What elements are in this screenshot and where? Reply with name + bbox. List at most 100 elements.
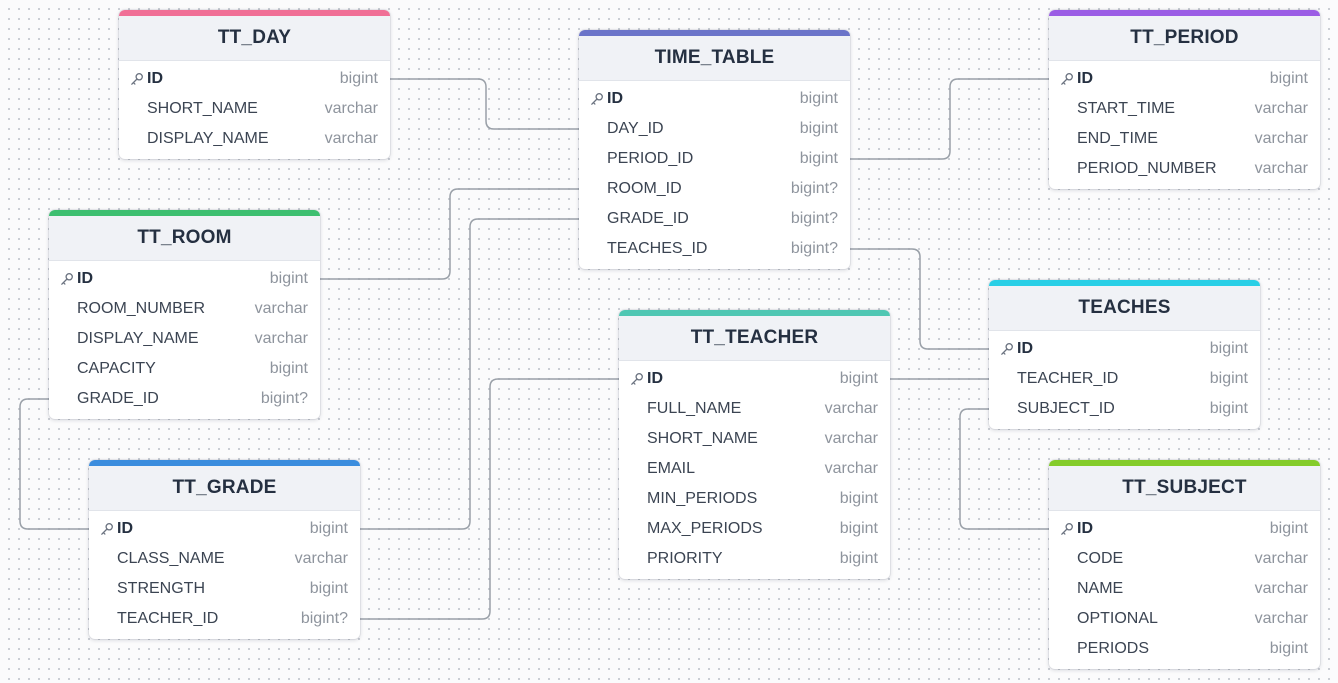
column-type: varchar (1254, 100, 1308, 117)
table-color-bar (1049, 460, 1320, 466)
column-row-display-name[interactable]: DISPLAY_NAME varchar (49, 324, 320, 354)
table-color-bar (619, 310, 890, 316)
column-type: varchar (254, 300, 308, 317)
key-icon (130, 72, 144, 86)
column-type: varchar (324, 130, 378, 147)
column-name: START_TIME (1077, 100, 1176, 117)
column-type: bigint (1209, 370, 1248, 387)
column-name: PERIOD_NUMBER (1077, 160, 1217, 177)
key-icon (60, 272, 74, 286)
column-row-period-id[interactable]: PERIOD_ID bigint (579, 144, 850, 174)
column-name: GRADE_ID (607, 210, 689, 227)
connector-grade-teacher[interactable] (360, 378, 620, 620)
table-title[interactable]: TT_DAY (119, 16, 390, 61)
key-icon (630, 372, 644, 386)
column-name: ROOM_NUMBER (77, 300, 206, 317)
column-type: bigint (799, 150, 838, 167)
table-title[interactable]: TT_TEACHER (619, 316, 890, 361)
connector-time-table-day[interactable] (390, 78, 580, 130)
table-title[interactable]: TT_PERIOD (1049, 16, 1320, 61)
column-name: PERIOD_ID (607, 150, 694, 167)
column-type: varchar (824, 400, 878, 417)
column-row-full-name[interactable]: FULL_NAME varchar (619, 394, 890, 424)
connector-time-table-grade[interactable] (360, 218, 580, 530)
column-row-start-time[interactable]: START_TIME varchar (1049, 94, 1320, 124)
column-name: DISPLAY_NAME (77, 330, 199, 347)
column-type: bigint? (790, 210, 838, 227)
column-name: CAPACITY (77, 360, 156, 377)
column-type: varchar (254, 330, 308, 347)
column-type: bigint (839, 520, 878, 537)
column-name: OPTIONAL (1077, 610, 1158, 627)
table-color-bar (119, 10, 390, 16)
column-type: bigint (1269, 70, 1308, 87)
table-title[interactable]: TT_SUBJECT (1049, 466, 1320, 511)
column-name: FULL_NAME (647, 400, 742, 417)
column-name: ROOM_ID (607, 180, 682, 197)
key-icon (1000, 342, 1014, 356)
table-title[interactable]: TT_ROOM (49, 216, 320, 261)
column-row-teaches-id[interactable]: TEACHES_ID bigint? (579, 234, 850, 264)
column-row-room-number[interactable]: ROOM_NUMBER varchar (49, 294, 320, 324)
column-row-capacity[interactable]: CAPACITY bigint (49, 354, 320, 384)
connector-time-table-period[interactable] (850, 78, 1050, 160)
column-type: varchar (824, 430, 878, 447)
column-name: END_TIME (1077, 130, 1158, 147)
table-color-bar (1049, 10, 1320, 16)
column-name: TEACHES_ID (607, 240, 708, 257)
column-type: bigint? (790, 240, 838, 257)
table-title[interactable]: TT_GRADE (89, 466, 360, 511)
column-row-grade-id[interactable]: GRADE_ID bigint? (579, 204, 850, 234)
column-name: DAY_ID (607, 120, 664, 137)
column-name: EMAIL (647, 460, 696, 477)
column-name: SHORT_NAME (647, 430, 758, 447)
table-title[interactable]: TIME_TABLE (579, 36, 850, 81)
column-type: varchar (1254, 580, 1308, 597)
table-title[interactable]: TEACHES (989, 286, 1260, 331)
column-name: ID (607, 90, 623, 107)
column-row-short-name[interactable]: SHORT_NAME varchar (619, 424, 890, 454)
column-name: ID (1017, 340, 1033, 357)
column-type: bigint (269, 360, 308, 377)
connector-time-table-room[interactable] (320, 188, 580, 280)
